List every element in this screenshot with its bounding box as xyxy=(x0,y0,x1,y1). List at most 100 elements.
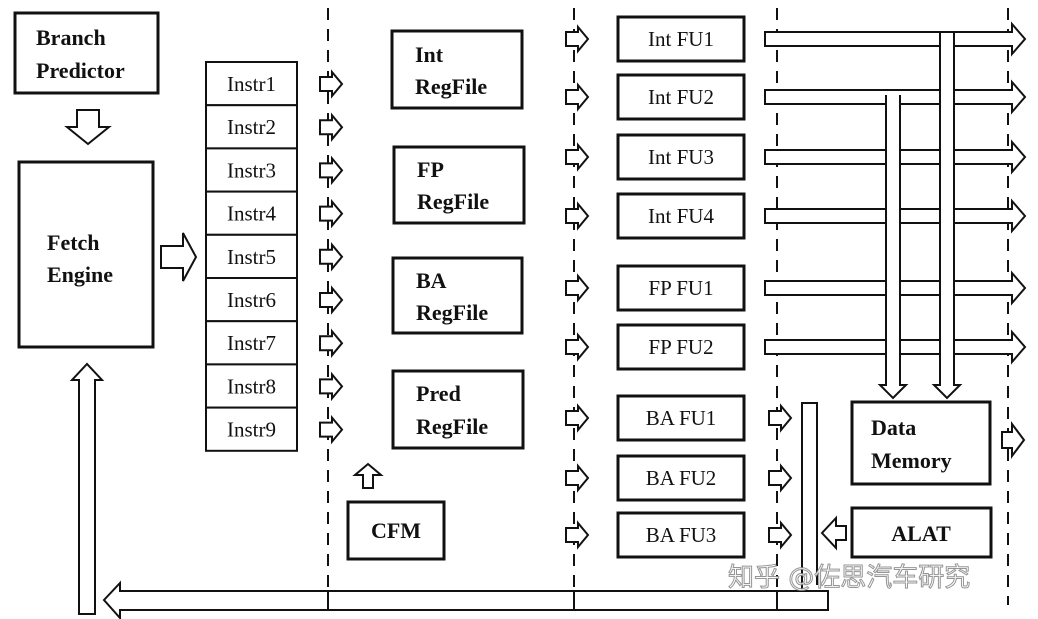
fetch-feedback-up-arrow xyxy=(69,362,105,615)
instr-slot-label: Instr7 xyxy=(227,331,276,355)
instr-slot: Instr8 xyxy=(205,363,298,409)
right-arrow-icon xyxy=(319,242,344,272)
cfm-block: CFM xyxy=(346,500,446,561)
functional-unit-box xyxy=(616,192,746,240)
down-arrow-icon xyxy=(64,109,112,146)
instr-slot-box xyxy=(205,104,298,150)
right-arrow-icon xyxy=(319,285,344,315)
fp-regfile-block: FP RegFile xyxy=(392,145,526,225)
right-arrow-icon xyxy=(565,520,590,550)
cfm-box xyxy=(346,500,446,561)
functional-unit-box xyxy=(616,394,746,442)
int-regfile-block: Int RegFile xyxy=(390,29,524,110)
data-memory-out-arrow-icon xyxy=(1001,421,1026,459)
fetch-engine-label-2: Engine xyxy=(47,262,113,287)
branch-predictor-label-1: Branch xyxy=(36,25,106,50)
right-arrow-icon xyxy=(565,403,590,433)
memory-bus xyxy=(877,33,963,400)
int-regfile-label-2: RegFile xyxy=(415,74,487,99)
data-memory-label-2: Memory xyxy=(871,448,952,473)
result-bus-arrow xyxy=(764,21,1027,57)
branch-predictor-box xyxy=(13,11,160,95)
instr-slot: Instr6 xyxy=(205,277,298,323)
functional-unit: FP FU2 xyxy=(616,323,746,371)
instr-slot: Instr1 xyxy=(205,61,298,107)
functional-unit: Int FU3 xyxy=(616,133,746,181)
branch-predictor-block: Branch Predictor xyxy=(13,11,160,95)
functional-unit-box xyxy=(616,133,746,181)
ba-regfile-label-1: BA xyxy=(416,268,447,293)
instr-slot-box xyxy=(205,190,298,236)
fp-regfile-label-2: RegFile xyxy=(417,189,489,214)
instr-slot-box xyxy=(205,320,298,366)
functional-unit: Int FU1 xyxy=(616,15,746,63)
pred-regfile-label-2: RegFile xyxy=(416,414,488,439)
instr-slot-box xyxy=(205,277,298,323)
right-arrow-icon xyxy=(319,112,344,142)
data-memory-block: Data Memory xyxy=(850,400,992,486)
functional-unit-label: FP FU1 xyxy=(648,276,713,300)
instr-slot-label: Instr3 xyxy=(227,158,276,182)
instr-slot-box xyxy=(205,363,298,409)
functional-unit: Int FU4 xyxy=(616,192,746,240)
instr-slot-label: Instr2 xyxy=(227,115,276,139)
int-regfile-box xyxy=(390,29,524,110)
functional-unit: Int FU2 xyxy=(616,73,746,121)
right-arrow-icon xyxy=(160,232,198,282)
functional-unit-label: Int FU4 xyxy=(648,204,714,228)
fp-regfile-label-1: FP xyxy=(417,157,444,182)
fp-regfile-box xyxy=(392,145,526,225)
functional-unit: FP FU1 xyxy=(616,264,746,312)
memory-bus-right xyxy=(931,33,963,400)
fetch-engine-block: Fetch Engine xyxy=(17,160,155,349)
cfm-label: CFM xyxy=(371,518,421,543)
functional-unit-box xyxy=(616,264,746,312)
instr-slot: Instr9 xyxy=(205,406,298,452)
ba-regfile-label-2: RegFile xyxy=(416,300,488,325)
alat-label: ALAT xyxy=(891,521,951,546)
fetch-engine-box xyxy=(17,160,155,349)
stage1-arrows xyxy=(319,69,344,445)
data-memory-box xyxy=(850,400,992,486)
instruction-queue: Instr1Instr2Instr3Instr4Instr5Instr6Inst… xyxy=(205,61,298,452)
instr-slot-box xyxy=(205,233,298,280)
pred-regfile-block: Pred RegFile xyxy=(391,369,525,450)
instr-slot-label: Instr8 xyxy=(227,374,276,398)
right-arrow-icon xyxy=(319,69,344,99)
functional-unit-label: Int FU3 xyxy=(648,145,714,169)
instr-slot: Instr5 xyxy=(205,233,298,280)
alat-left-arrow-icon xyxy=(820,515,847,551)
right-arrow-icon xyxy=(565,463,590,493)
functional-unit-label: FP FU2 xyxy=(648,335,713,359)
fetch-engine-label-1: Fetch xyxy=(47,230,100,255)
functional-unit-label: Int FU1 xyxy=(648,27,714,51)
instr-slot-box xyxy=(205,147,298,193)
right-arrow-icon xyxy=(319,155,344,186)
feedback-bus xyxy=(69,362,829,619)
right-arrow-icon xyxy=(565,332,590,362)
instr-slot: Instr2 xyxy=(205,104,298,150)
instr-slot-box xyxy=(205,406,298,452)
branch-predictor-label-2: Predictor xyxy=(36,58,125,83)
right-arrow-icon xyxy=(319,414,344,445)
functional-unit-box xyxy=(616,73,746,121)
instr-slot-label: Instr9 xyxy=(227,418,276,442)
right-arrow-icon xyxy=(319,198,344,229)
functional-unit-box xyxy=(616,15,746,63)
int-regfile-label-1: Int xyxy=(415,42,444,67)
functional-unit-label: BA FU1 xyxy=(646,406,717,430)
instr-slot-label: Instr6 xyxy=(227,288,276,312)
functional-unit-box xyxy=(616,323,746,371)
functional-unit-label: Int FU2 xyxy=(648,85,714,109)
ba-regfile-block: BA RegFile xyxy=(391,256,524,335)
instr-slot: Instr7 xyxy=(205,320,298,366)
right-arrow-icon xyxy=(565,24,590,54)
instr-slot-box xyxy=(205,61,298,107)
alat-box xyxy=(850,506,993,559)
pred-regfile-box xyxy=(391,369,525,450)
right-arrow-icon xyxy=(768,403,793,433)
instr-slot: Instr4 xyxy=(205,190,298,236)
instr-slot-label: Instr5 xyxy=(227,245,276,269)
